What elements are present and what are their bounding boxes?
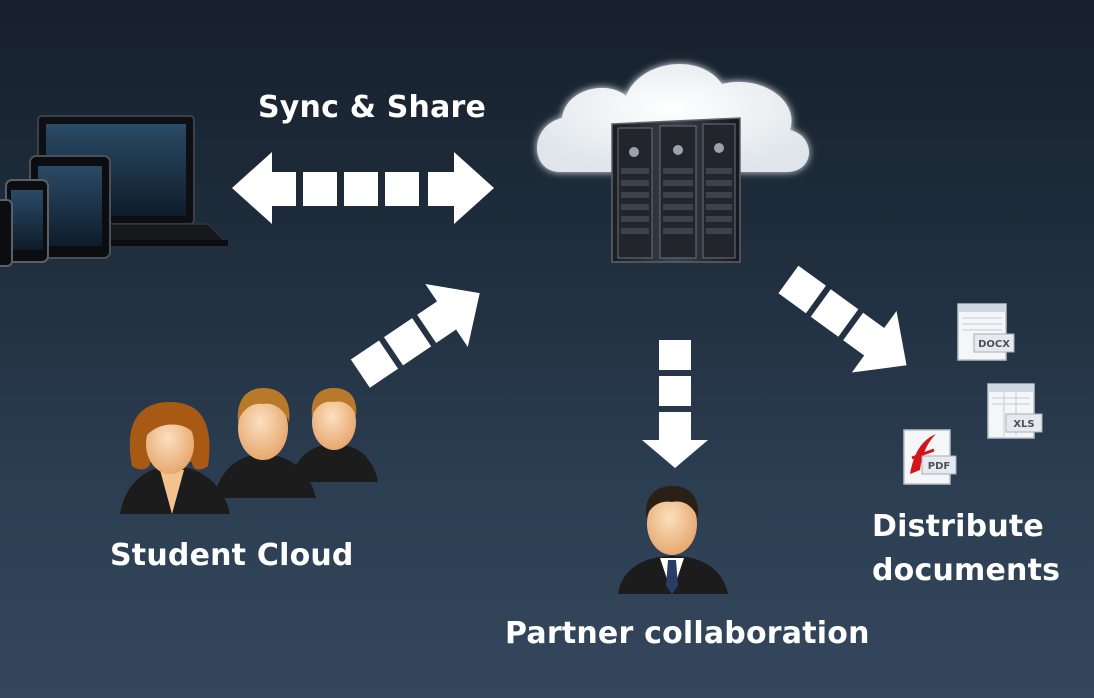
- arrow-head: [642, 412, 708, 468]
- student-group-icon: [120, 388, 378, 514]
- partner-collaboration-label: Partner collaboration: [505, 616, 870, 651]
- arrow-segment: [303, 172, 337, 206]
- arrow-head: [417, 283, 480, 347]
- server-rack-icon: [611, 117, 741, 263]
- distribute-documents-label: Distribute documents: [872, 505, 1060, 593]
- student-cloud-label: Student Cloud: [110, 538, 354, 573]
- cloud-server-illustration: [537, 63, 810, 263]
- upload-arrow: [350, 283, 480, 388]
- sync-share-label: Sync & Share: [258, 90, 487, 125]
- devices-illustration: ~~~: [0, 115, 230, 267]
- xls-file-icon: XLS: [987, 383, 1043, 439]
- arrow-right-head: [428, 152, 494, 224]
- person-icon: [120, 402, 230, 514]
- smartphone-icon: [0, 199, 13, 267]
- arrow-head: [843, 311, 907, 373]
- docx-badge: DOCX: [978, 339, 1010, 350]
- person-icon: [290, 388, 378, 482]
- distribute-label-line2: documents: [872, 553, 1061, 588]
- arrow-segment: [350, 340, 399, 388]
- docx-file-icon: DOCX: [957, 303, 1015, 361]
- distribute-label-line1: Distribute: [872, 509, 1044, 544]
- smartphone-icon: [5, 179, 49, 263]
- pdf-badge: PDF: [928, 461, 950, 472]
- arrow-left-head: [232, 152, 296, 224]
- sync-double-arrow: [232, 152, 494, 224]
- arrow-segment: [383, 318, 432, 366]
- arrow-segment: [385, 172, 419, 206]
- partner-person-icon: [618, 486, 728, 594]
- distribute-arrow: [778, 265, 907, 373]
- arrow-segment: [778, 265, 826, 314]
- arrow-segment: [344, 172, 378, 206]
- person-icon: [214, 388, 316, 498]
- download-arrow: [642, 340, 708, 468]
- arrow-segment: [659, 340, 691, 370]
- cloud-icon: [537, 63, 810, 172]
- arrow-segment: [810, 289, 859, 337]
- pdf-file-icon: PDF: [903, 429, 957, 485]
- arrow-segment: [659, 376, 691, 406]
- xls-badge: XLS: [1013, 419, 1034, 430]
